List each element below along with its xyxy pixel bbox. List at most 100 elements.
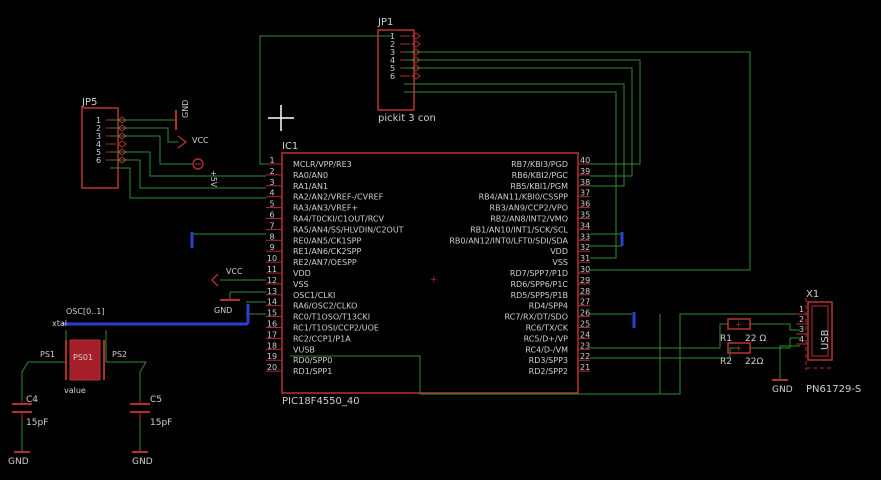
jp1-pin-number: 1 — [390, 32, 395, 41]
ic1-pin-number: 9 — [269, 243, 274, 252]
ic1-pin-label: RC2/CCP1/P1A — [293, 334, 351, 343]
ic1-pin-number: 8 — [269, 232, 274, 241]
jp5-pin-number: 4 — [96, 140, 101, 149]
ic1-pin-number: 33 — [580, 232, 590, 241]
ic1-pin-label: RE0/AN5/CK1SPP — [293, 236, 361, 245]
jp1-pin-number: 3 — [390, 48, 395, 57]
r1-resistor[interactable]: + — [727, 318, 751, 330]
ic1-pin-label: RA1/AN1 — [293, 182, 328, 191]
ic1-pin-label: RD2/SPP2 — [529, 367, 568, 376]
jp5-pin-number: 1 — [96, 116, 101, 125]
svg-text:GND: GND — [8, 457, 29, 467]
wire-mclr — [259, 35, 392, 165]
jp1-value: pickit 3 con — [378, 113, 436, 124]
ic1-pin-label: RB5/KBI1/PGM — [510, 182, 568, 191]
ic1-pin-label: RC7/RX/DT/SDO — [504, 313, 568, 322]
jp5-pin-number: 6 — [96, 156, 101, 165]
wire-jp5-4 — [110, 151, 266, 177]
ic1-pin-number: 19 — [267, 352, 277, 361]
ic1-pin-number: 2 — [269, 167, 274, 176]
jp5-pin-number: 5 — [96, 148, 101, 157]
ic1-pin-label: VDD — [550, 247, 568, 256]
x1-pin-number: 3 — [799, 325, 804, 334]
c5-capacitor[interactable] — [130, 400, 150, 420]
ic1-pin-number: 26 — [580, 309, 590, 318]
ic1-pin-label: RB0/AN12/INT0/LFT0/SDI/SDA — [449, 236, 568, 245]
ic1-pin-number: 17 — [267, 330, 277, 339]
ic1-pin-number: 23 — [580, 341, 590, 350]
c4-name: C4 — [26, 395, 38, 405]
wire-jp1-5 — [404, 83, 625, 187]
ic1-pin-label: RB7/KBI3/PGD — [511, 160, 568, 169]
ps1-label: PS1 — [40, 350, 55, 359]
usb-gnd-symbol: GND — [772, 379, 793, 395]
jp5-pin-pad[interactable] — [117, 140, 127, 148]
ic1-pin-number: 3 — [269, 178, 274, 187]
ic1-pin-number: 13 — [267, 287, 277, 296]
crosshair-cursor-icon — [268, 105, 294, 131]
ic1-pin-number: 20 — [267, 363, 277, 372]
ic1-pin-number: 16 — [267, 320, 277, 329]
c5-name: C5 — [150, 395, 162, 405]
ic1-pin-label: RE2/AN7/OESPP — [293, 258, 357, 267]
ic1-pin-number: 28 — [580, 287, 590, 296]
ic1-pin-number: 39 — [580, 167, 590, 176]
wire-jp5-5 — [110, 159, 266, 189]
usb-label: USB — [820, 329, 831, 350]
jp5-name: JP5 — [81, 97, 97, 108]
ic-gnd-symbol: GND — [214, 299, 240, 315]
c4-gnd-symbol: GND — [8, 451, 30, 467]
ic1-pin-number: 5 — [269, 200, 274, 209]
ic1-pin-label: RC5/D+/VP — [524, 334, 569, 343]
ic1-pin-label: RA3/AN3/VREF+ — [293, 204, 358, 213]
jp1-pin-pad[interactable] — [411, 72, 421, 80]
ic1-pin-label: VSS — [293, 280, 309, 289]
wire-jp5-vcc — [110, 127, 178, 143]
svg-text:GND: GND — [772, 385, 793, 395]
wire-jp1-3 — [404, 59, 641, 165]
x1-pin-number: 1 — [799, 305, 804, 314]
r2-resistor[interactable]: + — [727, 342, 751, 354]
jp5-gnd-symbol: GND — [175, 100, 190, 130]
ic1-pin-number: 21 — [580, 363, 590, 372]
x1-pin-number: 2 — [799, 315, 804, 324]
crystal[interactable]: PS01 — [65, 339, 105, 381]
wire-usb-gnd — [779, 345, 800, 380]
ic1-pin-label: RD7/SPP7/P1D — [510, 269, 568, 278]
x1-value: PN61729-S — [806, 384, 861, 395]
ic1-pin-number: 36 — [580, 200, 590, 209]
xtal-label: xtal — [52, 319, 67, 328]
ic1-pin-label: RB4/AN11/KBI0/CSSPP — [479, 193, 569, 202]
wire-jp1-6 — [404, 91, 617, 259]
jp1-pin-number: 4 — [390, 56, 395, 65]
svg-text:VCC: VCC — [192, 136, 209, 145]
crystal-value: value — [64, 386, 86, 395]
ic1-pin-label: RB1/AN10/INT1/SCK/SCL — [470, 225, 568, 234]
ic1-pin-label: MCLR/VPP/RE3 — [293, 160, 352, 169]
x1-name: X1 — [806, 289, 819, 300]
c4-value: 15pF — [26, 418, 48, 428]
ic1-pin-label: RC1/T1OSI/CCP2/UOE — [293, 324, 379, 333]
jp1-pin-pad[interactable] — [411, 32, 421, 40]
ic1-value: PIC18F4550_40 — [282, 396, 360, 407]
jp1-pin-pad[interactable] — [411, 40, 421, 48]
c4-capacitor[interactable] — [12, 400, 32, 420]
ic1-pin-number: 1 — [269, 156, 274, 165]
r1-name: R1 — [720, 334, 732, 344]
c5-value: 15pF — [150, 418, 172, 428]
ic1-pin-number: 14 — [267, 298, 277, 307]
ic1-pin-label: RD6/SPP6/P1C — [510, 280, 568, 289]
ic1-pin-number: 4 — [269, 189, 274, 198]
ic1-pin-label: RB3/AN9/CCP2/VPO — [490, 204, 568, 213]
r2-value: 22Ω — [745, 357, 763, 367]
ic1-name: IC1 — [282, 141, 298, 152]
wires — [21, 35, 800, 452]
jp1-pin-number: 6 — [390, 72, 395, 81]
ic1-pin-label: RD0/SPP0 — [293, 356, 332, 365]
ic1-pin-number: 29 — [580, 276, 590, 285]
ic1-pin-label: VSS — [552, 258, 568, 267]
